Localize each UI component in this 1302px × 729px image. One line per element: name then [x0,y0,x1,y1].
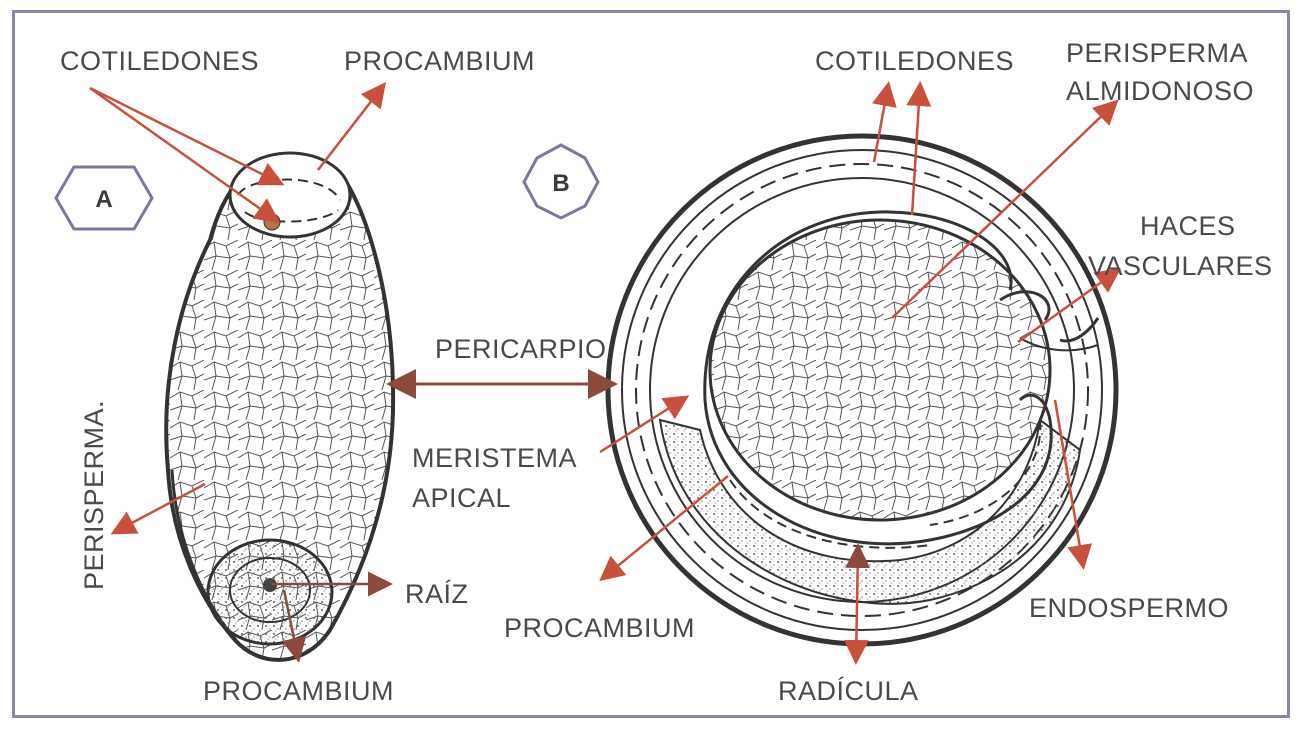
label-a-procambium-bottom: PROCAMBIUM [203,676,394,706]
label-haces-1: HACES [1140,211,1236,241]
label-b-procambium: PROCAMBIUM [504,613,695,643]
seed-b [608,136,1116,644]
seed-a-cotyledon-cap [230,153,350,237]
label-b-perisperma-1: PERISPERMA [1066,38,1248,68]
label-radicula: RADÍCULA [778,676,919,706]
label-a-perisperma: PERISPERMA. [79,400,109,590]
label-meristema-1: MERISTEMA [412,443,577,473]
label-pericarpio: PERICARPIO [435,334,607,364]
label-b-cotiledones: COTILEDONES [815,46,1014,76]
badge-a-label: A [95,186,112,213]
badge-b-label: B [552,170,569,197]
seed-b-perisperm [710,220,1050,520]
badge-a: A [56,167,152,229]
badge-b: B [524,145,598,218]
label-a-cotiledones: COTILEDONES [60,46,259,76]
label-b-perisperma-2: ALMIDONOSO [1066,76,1254,106]
label-a-raiz: RAÍZ [405,579,469,609]
label-meristema-2: APICAL [412,483,511,513]
label-endospermo: ENDOSPERMO [1029,593,1229,623]
label-a-procambium-top: PROCAMBIUM [344,46,535,76]
arrow-a-procambium-top [318,86,383,170]
label-haces-2: VASCULARES [1088,251,1273,281]
